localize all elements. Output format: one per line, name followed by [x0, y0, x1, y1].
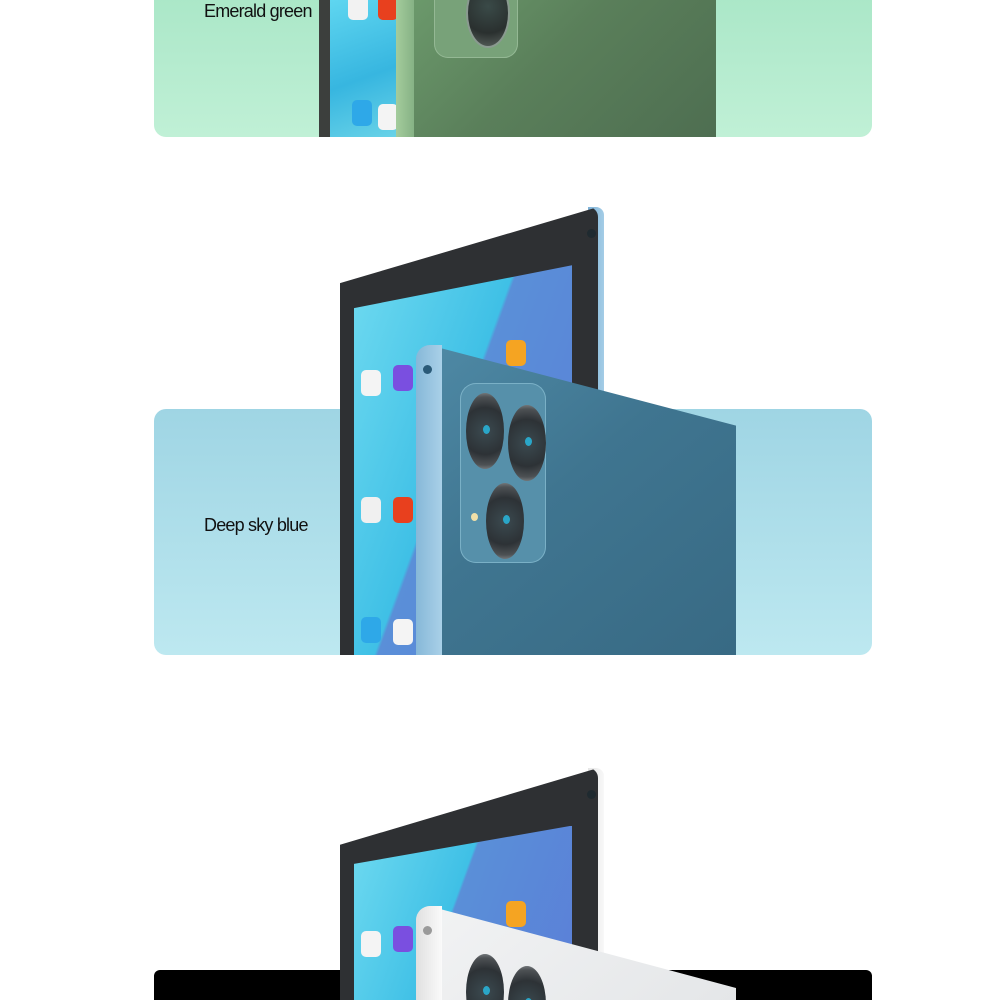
app-icon-messages — [352, 100, 372, 126]
app-icon-video — [393, 497, 413, 523]
app-icon-photos — [361, 931, 381, 957]
app-icon-photos — [348, 0, 368, 20]
front-camera-icon — [587, 229, 596, 238]
app-icon-store — [506, 901, 526, 927]
app-icon-video — [378, 0, 398, 20]
variant-section-deep-sky-blue: Deep sky blue — [0, 200, 1000, 670]
app-icon-messages — [361, 617, 381, 643]
variant-section-white — [0, 760, 1000, 1000]
tablet-screen-side — [319, 0, 409, 137]
flash-icon — [471, 513, 478, 521]
tablet-display — [330, 0, 406, 137]
app-icon-gallery — [361, 497, 381, 523]
tablet-frame-white — [416, 906, 442, 1000]
tablet-frame-green — [396, 0, 414, 137]
variant-label-deep-sky-blue: Deep sky blue — [204, 515, 308, 535]
app-icon-notes — [393, 619, 413, 645]
camera-lens-icon — [508, 405, 546, 481]
app-icon-browser — [393, 365, 413, 391]
variant-label-emerald-green: Emerald green — [204, 1, 312, 21]
variant-section-emerald-green: Emerald green — [0, 0, 1000, 160]
rear-mic-icon — [423, 926, 432, 935]
rear-mic-icon — [423, 365, 432, 374]
app-icon-store — [506, 340, 526, 366]
tablet-rear-blue — [416, 345, 736, 655]
camera-lens-icon — [486, 483, 524, 559]
app-icon-photos — [361, 370, 381, 396]
camera-lens-icon — [466, 393, 504, 469]
tablet-rear-white — [416, 906, 736, 1000]
tablet-frame-blue — [416, 345, 442, 655]
front-camera-icon — [587, 790, 596, 799]
app-icon-browser — [393, 926, 413, 952]
tablet-back-panel — [416, 906, 736, 1000]
app-icon-notes — [378, 104, 398, 130]
